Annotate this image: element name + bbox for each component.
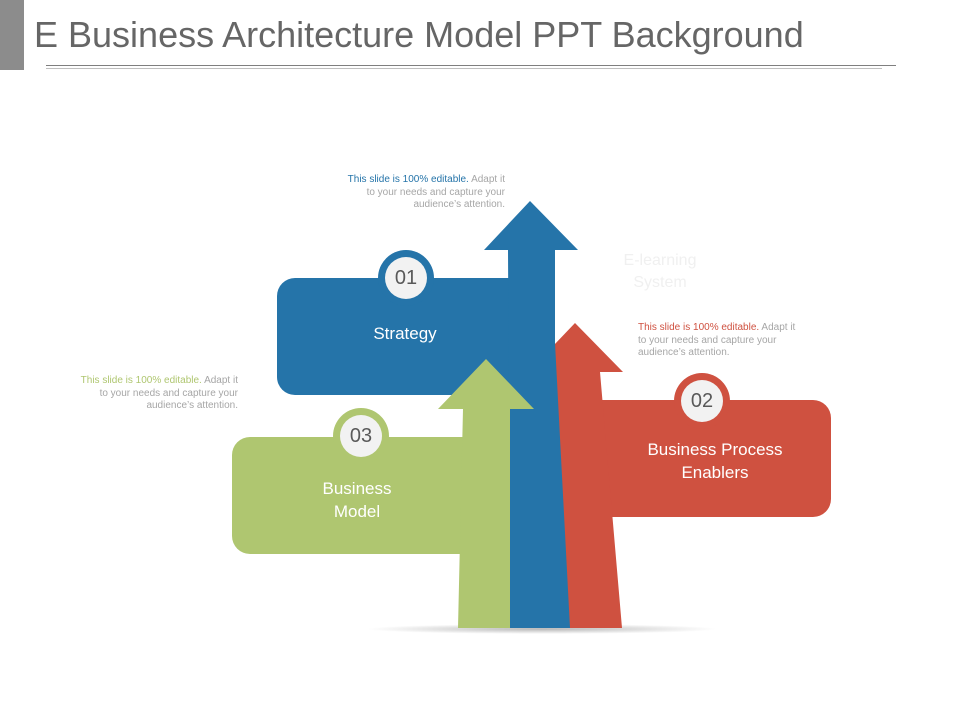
step-number-01-text: 01	[394, 266, 418, 289]
note-business-model-line-3: audience’s attention.	[146, 400, 238, 411]
note-strategy-lead: This slide is 100% editable.	[347, 174, 469, 185]
watermark-line-2: System	[633, 274, 687, 291]
ground-shadow	[367, 624, 717, 634]
label-bm-line-1: Business	[322, 479, 392, 498]
box-business-model	[232, 437, 482, 554]
label-business-process-enablers: Business Process Enablers	[620, 438, 810, 484]
title-divider	[46, 65, 896, 66]
note-strategy-line-3: audience’s attention.	[413, 199, 505, 210]
box-business-process-enablers	[580, 400, 831, 517]
step-number-03-text: 03	[349, 424, 373, 447]
label-strategy-text: Strategy	[373, 324, 437, 343]
note-strategy-rest: Adapt it	[471, 174, 505, 185]
step-number-03: 03	[340, 415, 382, 457]
note-business-process-line-3: audience’s attention.	[638, 347, 730, 358]
arrow-business-process	[554, 323, 623, 628]
label-business-model: Business Model	[297, 477, 417, 523]
step-number-02: 02	[681, 380, 723, 422]
title-accent-bar	[0, 0, 24, 70]
note-business-process-line-2: to your needs and capture your	[638, 334, 777, 346]
note-business-model: This slide is 100% editable. Adapt it to…	[33, 375, 238, 413]
note-business-process-rest: Adapt it	[761, 322, 796, 333]
arrow-business-model	[438, 359, 534, 628]
title-divider-secondary	[46, 68, 882, 69]
arrow-strategy	[484, 201, 578, 628]
note-business-process-lead: This slide is 100% editable.	[638, 322, 760, 333]
note-business-model-lead: This slide is 100% editable.	[80, 375, 202, 386]
note-business-model-line-2: to your needs and capture your	[99, 387, 238, 399]
watermark-line-1: E-learning	[623, 252, 697, 269]
label-bm-line-2: Model	[333, 502, 381, 521]
label-bpe-line-2: Enablers	[681, 463, 749, 482]
note-business-model-rest: Adapt it	[204, 375, 238, 386]
step-number-02-text: 02	[690, 389, 714, 412]
watermark-text: E-learning System	[608, 250, 712, 294]
label-bpe-line-1: Business Process	[647, 440, 783, 459]
note-business-process: This slide is 100% editable. Adapt it to…	[638, 322, 843, 360]
box-strategy	[277, 278, 535, 395]
label-strategy: Strategy	[330, 322, 480, 345]
note-strategy: This slide is 100% editable. Adapt it to…	[300, 174, 505, 212]
note-strategy-line-2: to your needs and capture your	[366, 186, 505, 198]
slide-title: E Business Architecture Model PPT Backgr…	[34, 14, 804, 55]
step-number-01: 01	[385, 257, 427, 299]
